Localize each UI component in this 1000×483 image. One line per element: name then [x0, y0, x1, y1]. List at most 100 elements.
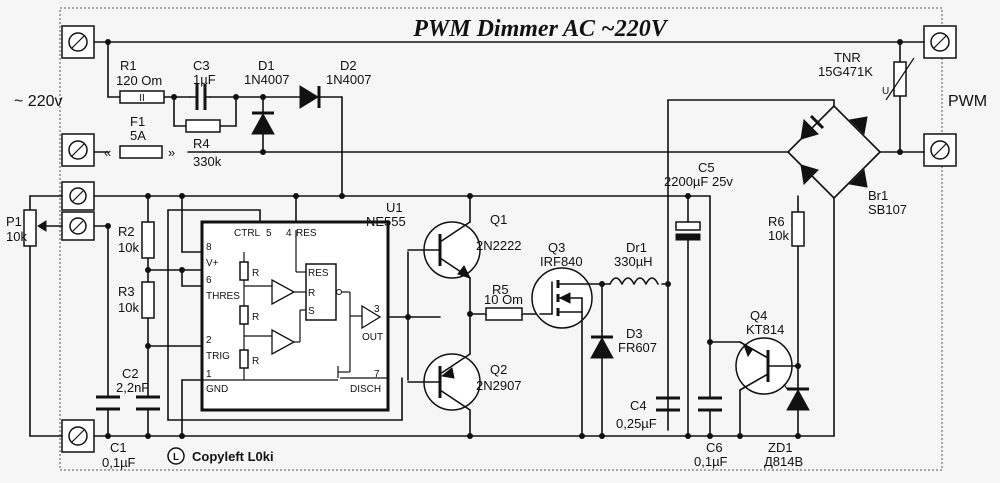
c1-value: 0,1µF — [102, 455, 136, 470]
pin-disch-label: DISCH — [350, 384, 381, 395]
pin-7: 7 — [374, 369, 380, 380]
copyleft-symbol: L — [173, 452, 179, 463]
pin-3: 3 — [374, 304, 380, 315]
pin-vplus-label: V+ — [206, 258, 219, 269]
r2-value: 10k — [118, 240, 139, 255]
svg-text:RES: RES — [308, 268, 329, 279]
br1-value: SB107 — [868, 202, 907, 217]
svg-text:«: « — [104, 145, 111, 160]
r1-ref: R1 — [120, 58, 137, 73]
wires-top — [93, 41, 925, 198]
mosfet-q3 — [531, 267, 593, 329]
copyleft-text: Copyleft L0ki — [192, 449, 274, 464]
pin-1: 1 — [206, 369, 212, 380]
r4-ref: R4 — [193, 136, 210, 151]
r3-value: 10k — [118, 300, 139, 315]
r1-value: 120 Om — [116, 73, 162, 88]
c5-value: 2200µF 25v — [664, 174, 733, 189]
capacitor-c6 — [698, 396, 722, 412]
r2-ref: R2 — [118, 224, 135, 239]
u1-ref: U1 — [386, 200, 403, 215]
terminal-out-top[interactable] — [923, 25, 957, 59]
q2-ref: Q2 — [490, 362, 507, 377]
ic-internals: R R R RES R S — [202, 230, 441, 381]
capacitor-c1 — [96, 395, 120, 411]
c6-value: 0,1µF — [694, 454, 728, 469]
terminal-pot-gnd[interactable] — [61, 419, 95, 453]
r5-value: 10 Om — [484, 292, 523, 307]
copyleft-badge: L Copyleft L0ki — [167, 447, 274, 465]
pin-6: 6 — [206, 275, 212, 286]
resistor-r4 — [185, 119, 221, 133]
svg-text:»: » — [168, 145, 175, 160]
schematic-title: PWM Dimmer AC ~220V — [412, 16, 668, 42]
svg-text:R: R — [252, 356, 259, 367]
r4-value: 330k — [193, 154, 222, 169]
d3-ref: D3 — [626, 326, 643, 341]
resistor-r2 — [141, 221, 155, 259]
p1-ref: P1 — [6, 214, 22, 229]
p1-value: 10k — [6, 229, 27, 244]
inductor-dr1 — [609, 277, 659, 285]
q3-value: IRF840 — [540, 254, 583, 269]
q1-ref: Q1 — [490, 212, 507, 227]
tnr-value: 15G471K — [818, 64, 873, 79]
zd1-value: Д814В — [764, 454, 803, 469]
r6-value: 10k — [768, 228, 789, 243]
c4-value: 0,25µF — [616, 416, 657, 431]
resistor-r6 — [791, 211, 805, 247]
transistor-q1 — [407, 221, 481, 279]
f1-ref: F1 — [130, 114, 145, 129]
board-outline — [59, 7, 943, 471]
u1-value: NE555 — [366, 214, 406, 229]
pin-res-label: RES — [296, 228, 317, 239]
pin-gnd-label: GND — [206, 384, 228, 395]
r3-ref: R3 — [118, 284, 135, 299]
pin-out-label: OUT — [362, 332, 383, 343]
c2-value: 2,2nF — [116, 380, 149, 395]
pin-8: 8 — [206, 242, 212, 253]
zd1-ref: ZD1 — [768, 440, 793, 455]
terminal-out-bottom[interactable] — [923, 133, 957, 167]
c2-ref: C2 — [122, 366, 139, 381]
d2-ref: D2 — [340, 58, 357, 73]
terminal-pot-wiper[interactable] — [61, 211, 95, 241]
diode-d1 — [251, 111, 275, 135]
d1-ref: D1 — [258, 58, 275, 73]
dr1-ref: Dr1 — [626, 240, 647, 255]
terminal-pot-top[interactable] — [61, 181, 95, 211]
r5-ref: R5 — [492, 282, 509, 297]
varistor-tnr: U — [882, 57, 915, 101]
svg-text:U: U — [882, 86, 889, 97]
q2-value: 2N2907 — [476, 378, 522, 393]
wires-mosfet — [581, 283, 669, 437]
transistor-q4 — [735, 337, 799, 395]
terminal-ac-bottom[interactable] — [61, 133, 95, 167]
c1-ref: C1 — [110, 440, 127, 455]
input-voltage-label: ~ 220v — [14, 93, 62, 110]
bridge-rectifier-br1 — [787, 105, 881, 199]
resistor-r5 — [485, 307, 523, 321]
c3-ref: C3 — [193, 58, 210, 73]
svg-text:S: S — [308, 306, 315, 317]
c4-ref: C4 — [630, 398, 647, 413]
pin-5: 5 — [266, 228, 272, 239]
d3-value: FR607 — [618, 340, 657, 355]
resistor-r3 — [141, 281, 155, 319]
c5-ref: C5 — [698, 160, 715, 175]
q4-value: KT814 — [746, 322, 784, 337]
f1-value: 5A — [130, 128, 146, 143]
br1-ref: Br1 — [868, 188, 888, 203]
d1-value: 1N4007 — [244, 72, 290, 87]
svg-text:R: R — [252, 268, 259, 279]
output-label: PWM — [948, 93, 987, 110]
terminal-ac-top[interactable] — [61, 25, 95, 59]
q4-ref: Q4 — [750, 308, 767, 323]
q3-ref: Q3 — [548, 240, 565, 255]
fuse-f1: « » — [104, 145, 175, 160]
r6-ref: R6 — [768, 214, 785, 229]
r1-mark: II — [139, 93, 145, 104]
potentiometer-p1 — [23, 209, 47, 247]
